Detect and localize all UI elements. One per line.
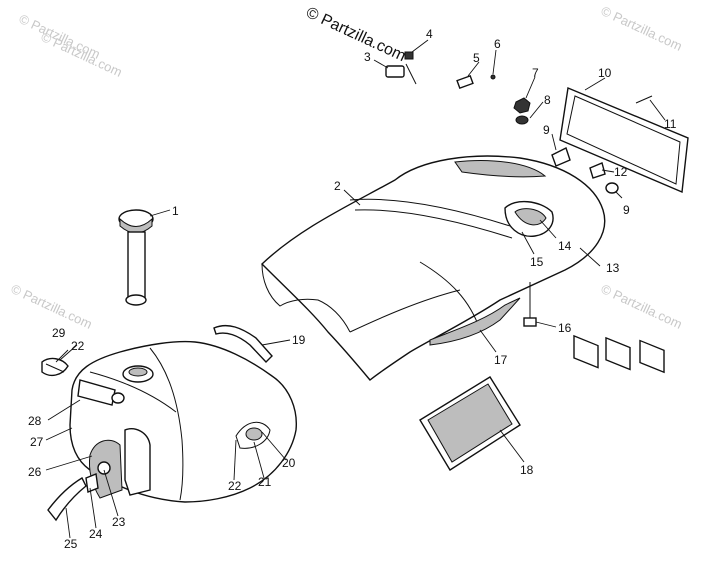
callout-16: 16 xyxy=(558,321,572,335)
callout-9-lower: 9 xyxy=(623,203,630,217)
copyright-text: © Partzilla.com xyxy=(303,4,408,65)
callout-1: 1 xyxy=(172,204,179,218)
callout-28: 28 xyxy=(28,414,42,428)
watermark-mid-left: © Partzilla.com xyxy=(9,281,95,332)
callout-22-right: 22 xyxy=(228,479,242,493)
callout-18: 18 xyxy=(520,463,534,477)
callout-26: 26 xyxy=(28,465,42,479)
callout-15: 15 xyxy=(530,255,544,269)
callout-17: 17 xyxy=(494,353,508,367)
callout-21: 21 xyxy=(258,475,272,489)
callout-14: 14 xyxy=(558,239,572,253)
callout-labels: 1 2 3 4 5 6 7 8 9 9 10 11 12 13 14 15 16… xyxy=(28,27,677,551)
bulbs xyxy=(589,162,619,194)
callout-29: 29 xyxy=(52,326,66,340)
callout-20: 20 xyxy=(282,456,296,470)
watermark-left: © Partzilla.com xyxy=(39,29,125,80)
callout-4: 4 xyxy=(426,27,433,41)
filler-tube xyxy=(118,209,154,306)
callout-22-left: 22 xyxy=(71,339,85,353)
foam-pad xyxy=(419,376,521,471)
callout-13: 13 xyxy=(606,261,620,275)
small-hardware xyxy=(385,51,571,167)
callout-2: 2 xyxy=(334,179,341,193)
strap xyxy=(213,324,273,364)
callout-8: 8 xyxy=(544,93,551,107)
watermark-top-right: © Partzilla.com xyxy=(599,3,685,54)
callout-10: 10 xyxy=(598,66,612,80)
callout-12: 12 xyxy=(614,165,628,179)
callout-24: 24 xyxy=(89,527,103,541)
leader-lines xyxy=(45,39,666,539)
callout-5: 5 xyxy=(473,51,480,65)
callout-19: 19 xyxy=(292,333,306,347)
seat xyxy=(260,155,606,381)
callout-25: 25 xyxy=(64,537,78,551)
callout-7: 7 xyxy=(532,66,539,80)
fuel-tank xyxy=(41,340,297,522)
callout-11: 11 xyxy=(664,117,677,131)
callout-9-upper: 9 xyxy=(543,123,550,137)
watermark-mid-right: © Partzilla.com xyxy=(599,281,685,332)
callout-6: 6 xyxy=(494,37,501,51)
callout-23: 23 xyxy=(112,515,126,529)
callout-27: 27 xyxy=(30,435,44,449)
callout-3: 3 xyxy=(364,50,371,64)
tail-light xyxy=(559,87,689,374)
